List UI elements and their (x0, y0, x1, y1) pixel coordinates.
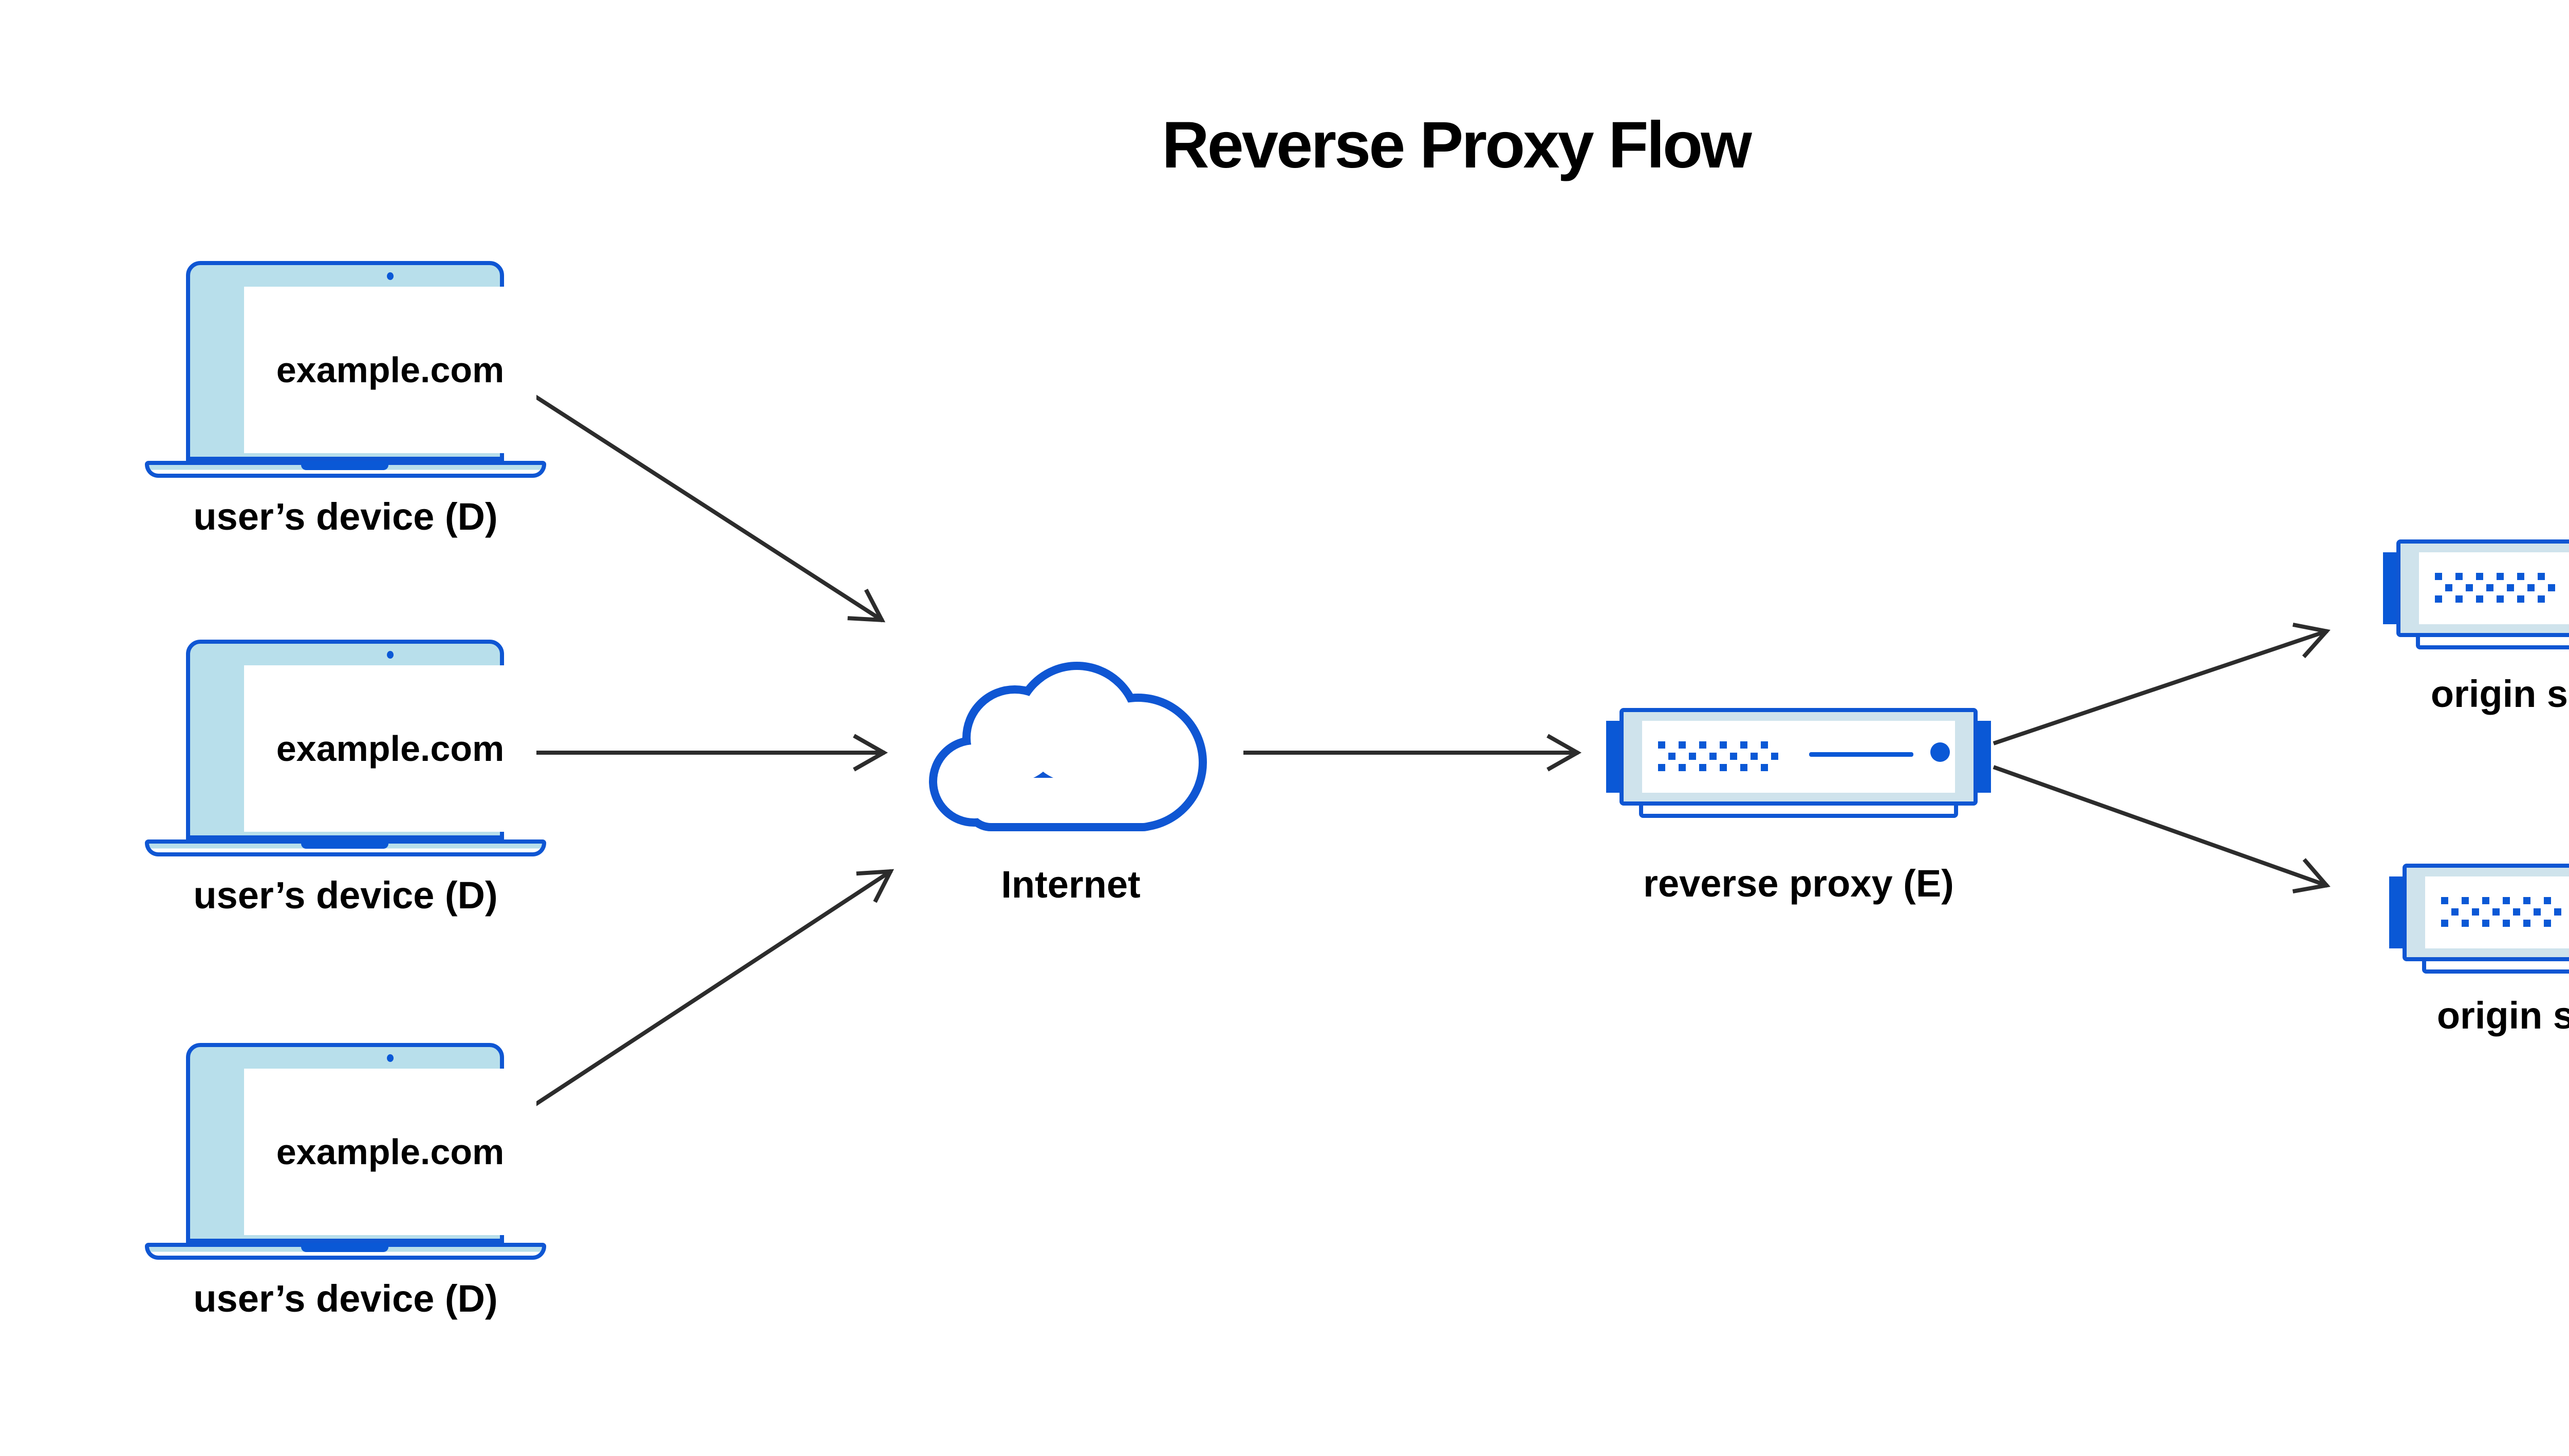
device-label: user’s device (D) (193, 495, 498, 538)
laptop-screen: example.com (244, 1069, 536, 1235)
arrow-device3-to-internet (506, 869, 895, 1125)
laptop-icon: example.com (186, 640, 536, 839)
webcam-dot-icon (387, 272, 394, 280)
webcam-dot-icon (387, 1054, 394, 1062)
device-label: user’s device (D) (193, 874, 498, 917)
server-front-panel (2425, 876, 2569, 948)
internet-cloud-icon (929, 662, 1207, 831)
server-icon (2403, 864, 2569, 961)
device-screen-text: example.com (276, 1132, 505, 1172)
origin-server-label: origin server (F) (2430, 673, 2569, 715)
laptop-hinge (301, 839, 388, 849)
server-side-tab-icon (1606, 721, 1622, 793)
laptop-hinge (301, 461, 388, 470)
server-vent-dots-icon (1658, 741, 1778, 771)
server-vent-dots-icon (2435, 573, 2555, 603)
server-side-tab-icon (2383, 552, 2398, 624)
server-side-tab-icon (2389, 876, 2405, 948)
origin-server-label: origin server (F) (2436, 994, 2569, 1037)
internet-label: Internet (1001, 863, 1141, 906)
origin-server-1: origin server (F) (2383, 539, 2569, 745)
device-screen-text: example.com (276, 350, 505, 390)
arrow-device1-to-internet (506, 377, 886, 623)
server-icon (2396, 539, 2569, 637)
server-slot-icon (1809, 752, 1913, 757)
device-screen-text: example.com (276, 729, 505, 769)
device-label: user’s device (D) (193, 1277, 498, 1320)
user-device-1: example.com user’s device (D) (145, 261, 546, 549)
laptop-icon: example.com (186, 261, 536, 461)
laptop-hinge (301, 1243, 388, 1252)
diagram-title: Reverse Proxy Flow (1162, 108, 1752, 182)
arrow-proxy-to-origin2 (1993, 765, 2331, 893)
user-device-3: example.com user’s device (D) (145, 1043, 546, 1331)
server-side-tab-icon (1976, 721, 1991, 793)
server-front-panel (2419, 552, 2569, 624)
laptop-screen: example.com (244, 665, 536, 832)
laptop-screen: example.com (244, 287, 536, 453)
origin-server-2: origin server (F) (2389, 864, 2569, 1069)
webcam-dot-icon (387, 651, 394, 659)
arrow-proxy-to-origin1 (1993, 622, 2331, 745)
server-led-icon (1930, 742, 1950, 762)
user-device-2: example.com user’s device (D) (145, 640, 546, 927)
server-front-panel (1642, 721, 1955, 793)
laptop-icon: example.com (186, 1043, 536, 1243)
server-icon (1619, 708, 1978, 806)
reverse-proxy: reverse proxy (E) (1606, 708, 1991, 913)
server-vent-dots-icon (2441, 897, 2561, 927)
reverse-proxy-label: reverse proxy (E) (1643, 862, 1954, 905)
